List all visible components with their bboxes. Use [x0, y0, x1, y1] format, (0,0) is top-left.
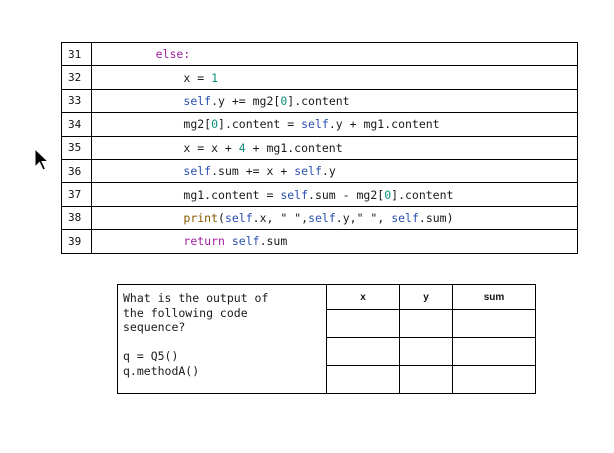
- code-token: .sum - mg2[: [308, 187, 385, 202]
- code-token: self: [183, 164, 212, 179]
- line-number: 36: [61, 158, 92, 184]
- line-number: 39: [61, 229, 92, 254]
- code-token: + mg1.content: [245, 140, 343, 155]
- code-token: self: [301, 117, 329, 132]
- code-token: .y += mg2[: [211, 93, 281, 108]
- code-token: self: [308, 210, 336, 225]
- line-number: 33: [61, 88, 92, 114]
- code-token: print: [183, 210, 219, 225]
- code-token: 0: [384, 187, 392, 202]
- question-table: What is the output of the following code…: [117, 284, 536, 394]
- code-token: mg1.content =: [183, 187, 281, 202]
- code-token: 0: [211, 117, 219, 132]
- answer-cell-sum[interactable]: [452, 309, 536, 338]
- code-token: else:: [155, 47, 191, 62]
- code-text: self.y += mg2[0].content: [91, 88, 578, 114]
- header-y: y: [399, 284, 453, 310]
- code-text: mg2[0].content = self.y + mg1.content: [91, 112, 578, 137]
- code-token: .sum += x +: [211, 164, 295, 179]
- code-token: x =: [183, 70, 212, 85]
- line-number: 38: [61, 205, 92, 231]
- answer-row: [118, 337, 536, 366]
- line-number: 32: [61, 65, 92, 90]
- answer-cell-sum[interactable]: [452, 337, 536, 366]
- code-text: return self.sum: [91, 229, 578, 254]
- answer-cell-x[interactable]: [326, 309, 400, 338]
- answer-cell-y[interactable]: [399, 365, 453, 394]
- code-token: self: [183, 93, 212, 108]
- code-token: x = x +: [183, 140, 239, 155]
- code-text: x = x + 4 + mg1.content: [91, 135, 578, 160]
- code-token: 0: [280, 93, 288, 108]
- code-token: ].content =: [218, 117, 302, 132]
- code-token: ,: [377, 210, 392, 225]
- code-token: mg2[: [183, 117, 212, 132]
- code-token: ].content: [391, 187, 454, 202]
- code-text: mg1.content = self.sum - mg2[0].content: [91, 182, 578, 207]
- code-text: self.sum += x + self.y: [91, 158, 578, 184]
- code-text: print(self.x, " ",self.y," ", self.sum): [91, 205, 578, 231]
- header-x: x: [326, 284, 400, 310]
- code-token: [225, 234, 232, 248]
- code-token: " ": [356, 210, 378, 225]
- answer-row: [118, 365, 536, 394]
- code-token: self: [231, 234, 260, 249]
- line-number: 31: [61, 41, 92, 67]
- answer-cell-y[interactable]: [399, 309, 453, 338]
- line-number: 37: [61, 182, 92, 207]
- code-text: x = 1: [91, 65, 578, 90]
- arrow-pointer-icon: [34, 148, 50, 171]
- code-token: self: [391, 210, 419, 225]
- answer-row: [118, 309, 536, 338]
- code-token: self: [224, 210, 253, 225]
- code-token: self: [294, 164, 322, 179]
- code-token: .sum): [418, 210, 454, 225]
- code-token: 4: [238, 140, 246, 155]
- code-token: .y + mg1.content: [328, 117, 440, 132]
- code-token: .sum: [259, 234, 288, 249]
- code-line: 31 else:: [61, 41, 578, 67]
- line-number: 34: [61, 112, 92, 137]
- code-token: .x,: [252, 210, 281, 225]
- line-number: 35: [61, 135, 92, 160]
- code-token: .y: [321, 164, 336, 179]
- answer-cell-x[interactable]: [326, 365, 400, 394]
- answer-cell-x[interactable]: [326, 337, 400, 366]
- answer-cell-sum[interactable]: [452, 365, 536, 394]
- header-sum: sum: [452, 284, 536, 310]
- code-token: ,: [301, 210, 309, 225]
- code-token: 1: [211, 70, 219, 85]
- question-text: What is the output of the following code…: [117, 284, 327, 394]
- code-token: return: [183, 234, 225, 249]
- code-token: (: [218, 210, 225, 225]
- code-token: " ": [280, 210, 302, 225]
- code-token: self: [280, 187, 309, 202]
- code-token: ].content: [287, 93, 350, 108]
- code-token: .y,: [335, 210, 357, 225]
- answer-cell-y[interactable]: [399, 337, 453, 366]
- code-text: else:: [91, 41, 578, 67]
